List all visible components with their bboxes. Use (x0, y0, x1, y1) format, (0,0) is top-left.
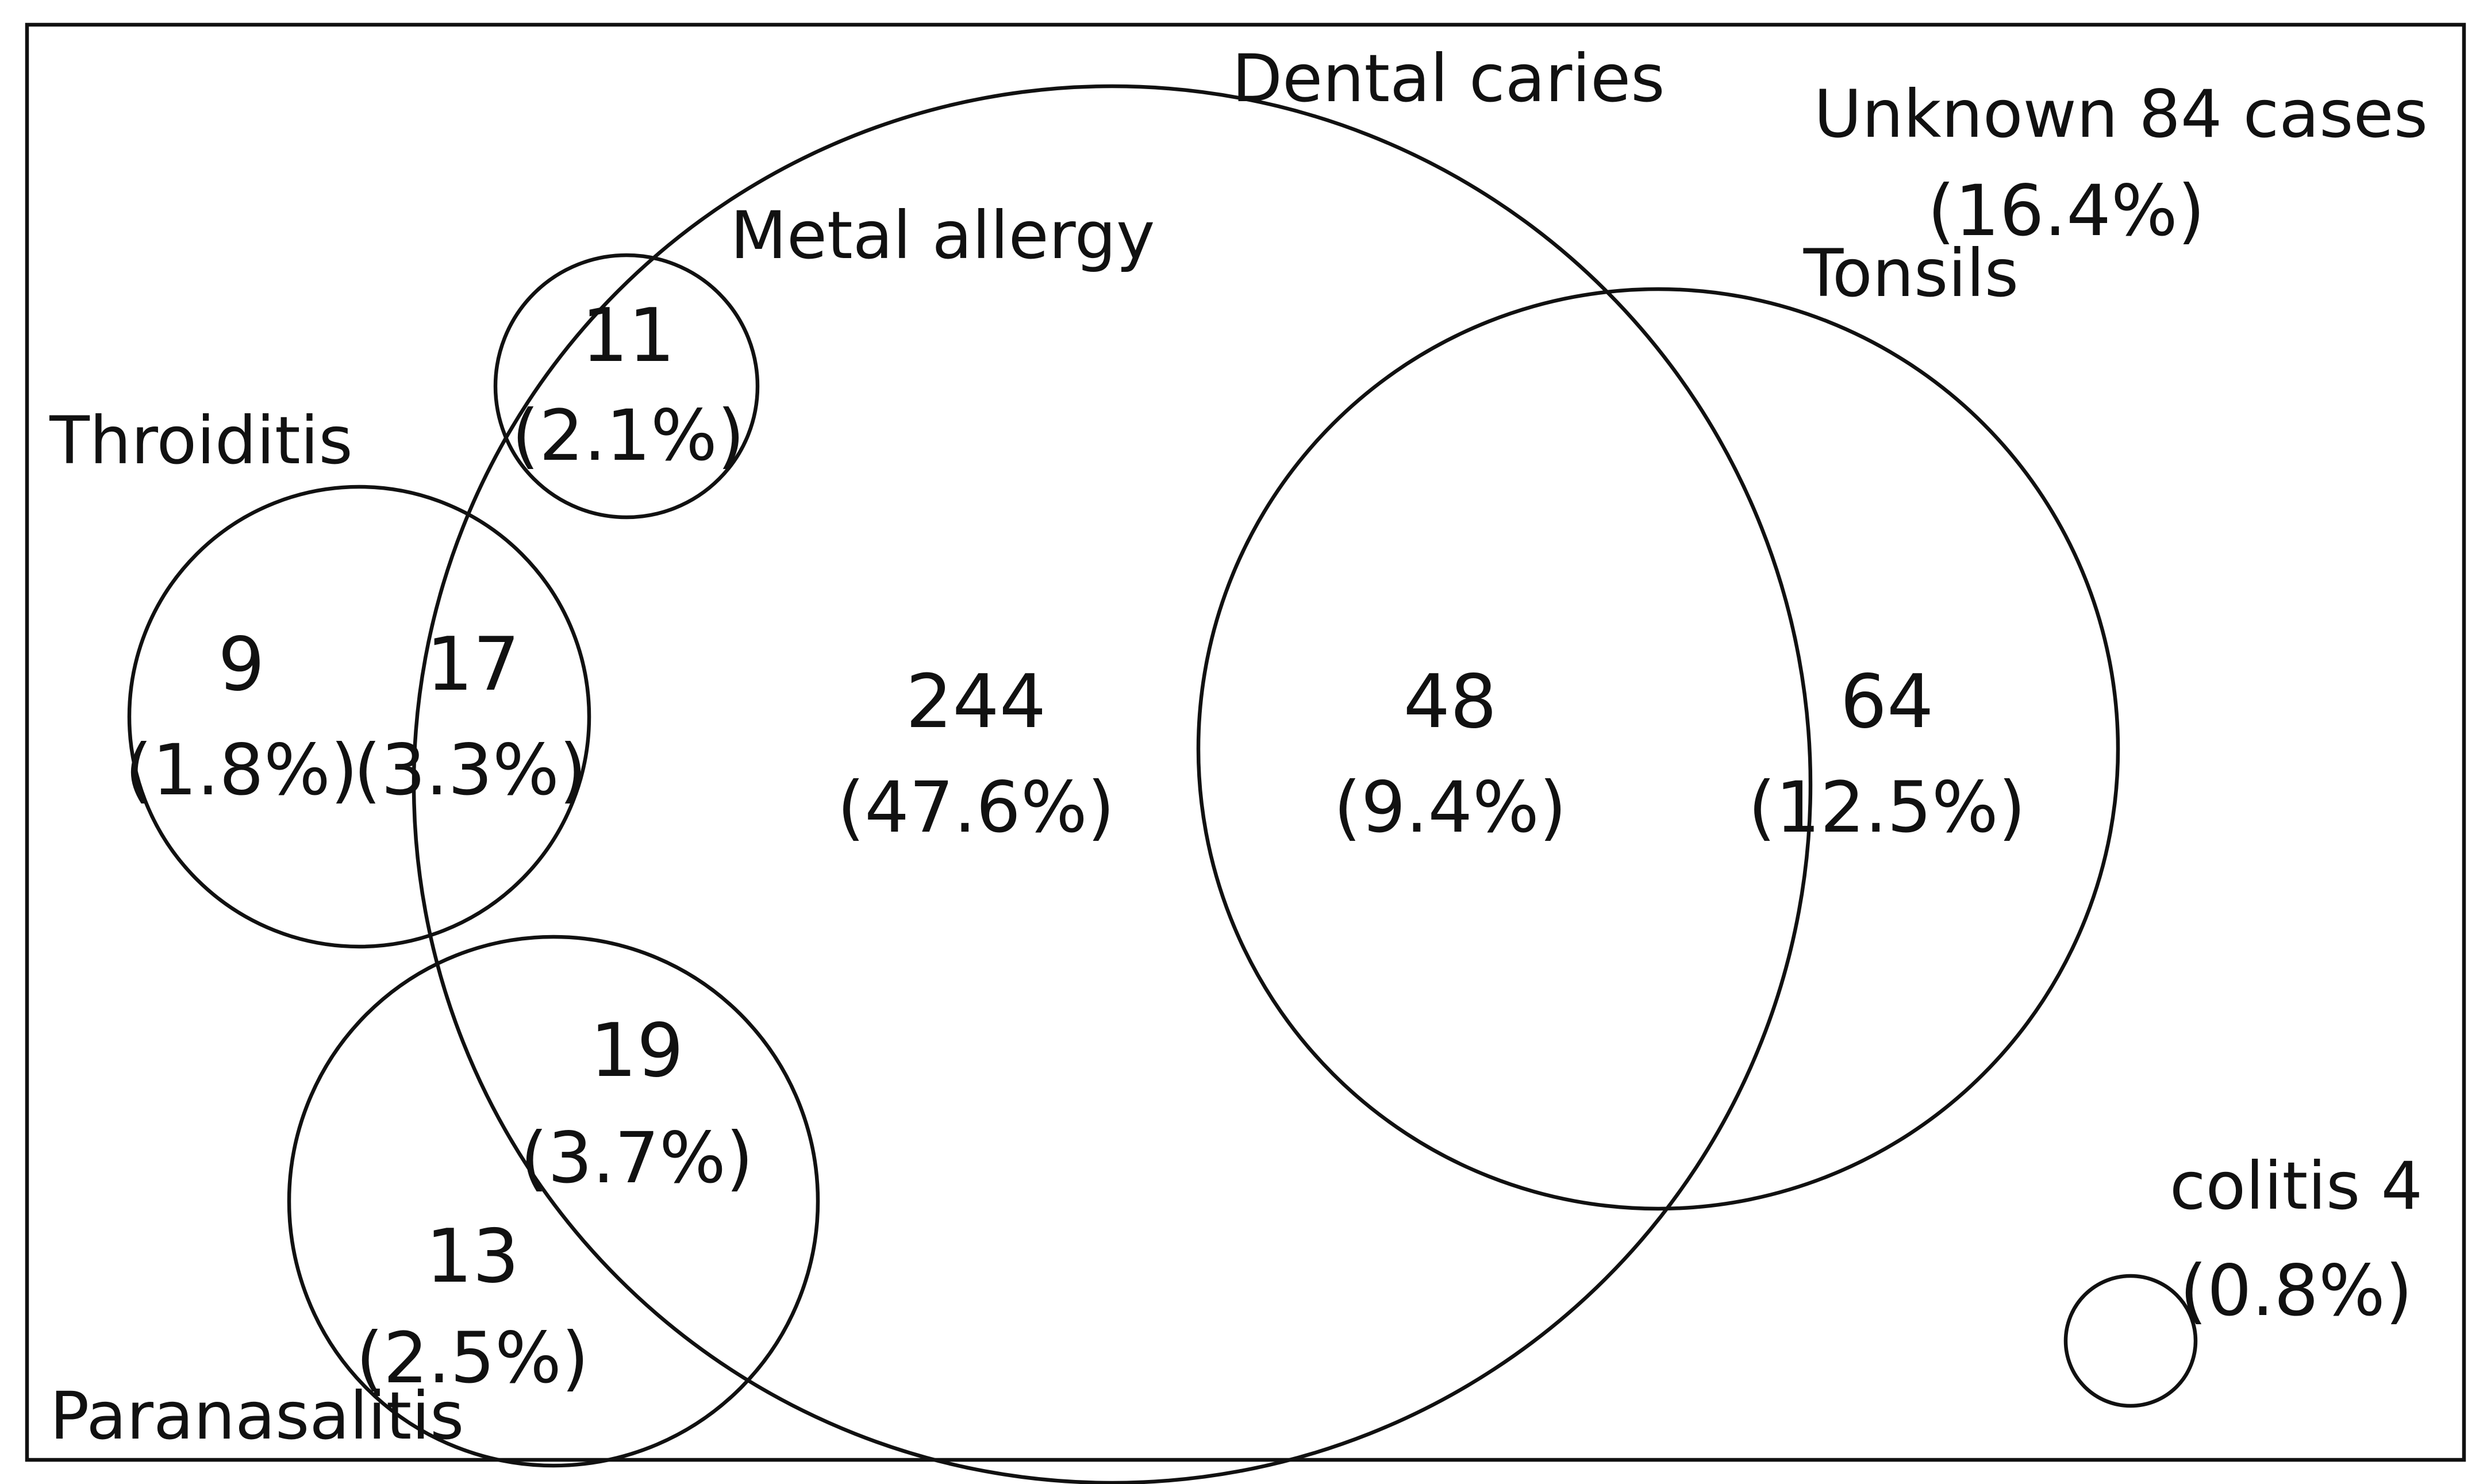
dental-tonsils-count: 48 (1404, 659, 1497, 745)
tonsils-only-percent: (12.5%) (1748, 767, 2026, 848)
paranasal-dental-percent: (3.7%) (520, 1117, 753, 1199)
unknown-percent: (16.4%) (1928, 170, 2205, 252)
paranasalitis-circle (287, 935, 820, 1468)
paranasal-only-count: 13 (426, 1214, 520, 1300)
colitis-circle (2063, 1274, 2198, 1408)
paranasalitis-label: Paranasalitis (50, 1378, 464, 1454)
metal-allergy-only-percent: (2.1%) (512, 395, 744, 476)
diagram-frame (25, 22, 2466, 1462)
tonsils-label: Tonsils (1803, 235, 2019, 312)
thyroiditis-only-percent: (1.8%) (125, 729, 357, 811)
colitis-percent: (0.8%) (2179, 1250, 2412, 1332)
dental-only-percent: (47.6%) (837, 767, 1115, 848)
colitis-label: colitis 4 (2170, 1148, 2423, 1224)
metal-allergy-label: Metal allergy (731, 197, 1155, 274)
metal-allergy-only-count: 11 (582, 293, 675, 379)
dental-caries-label: Dental caries (1232, 40, 1664, 117)
thyroiditis-circle (127, 485, 591, 949)
metal-allergy-circle (493, 253, 760, 520)
thyroiditis-dental-count: 17 (426, 622, 520, 708)
unknown-label: Unknown 84 cases (1814, 76, 2428, 152)
thyroiditis-only-count: 9 (218, 622, 264, 708)
tonsils-circle (1196, 287, 2120, 1211)
dental-caries-circle (412, 84, 1812, 1484)
dental-tonsils-percent: (9.4%) (1333, 767, 1566, 848)
paranasal-only-percent: (2.5%) (356, 1317, 589, 1399)
paranasal-dental-count: 19 (590, 1008, 684, 1094)
thyroiditis-dental-percent: (3.3%) (353, 729, 586, 811)
dental-only-count: 244 (906, 659, 1046, 745)
tonsils-only-count: 64 (1840, 659, 1934, 745)
thyroiditis-label: Throiditis (49, 402, 352, 479)
